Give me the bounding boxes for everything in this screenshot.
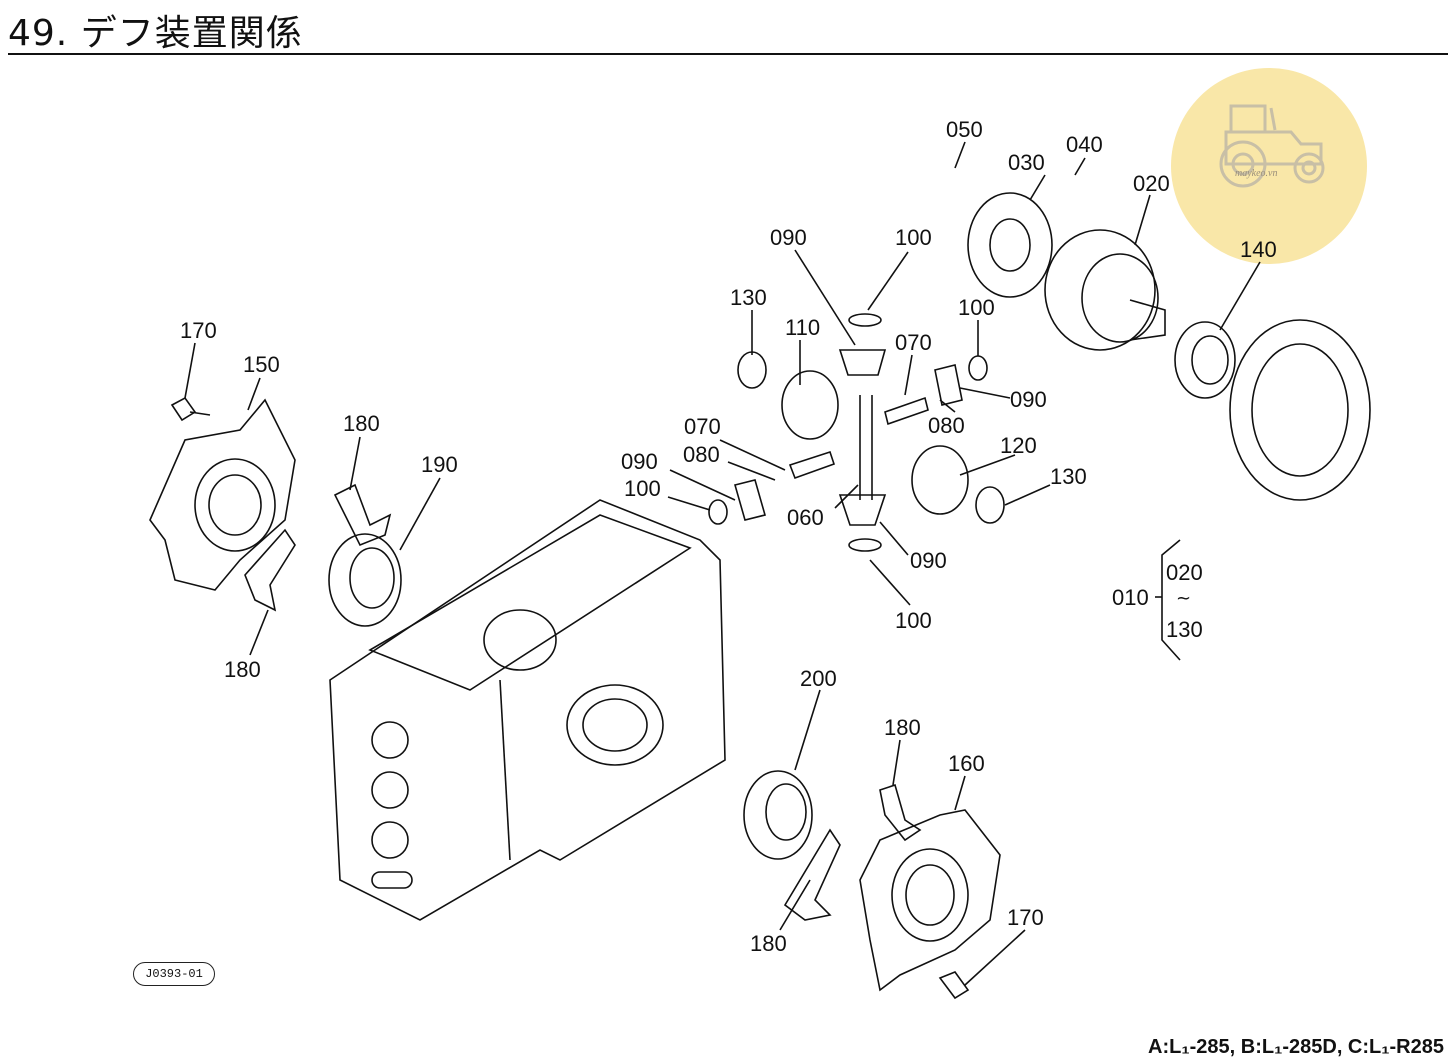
ring-gear [1229, 319, 1371, 501]
part-label-170: 170 [180, 318, 217, 343]
footer-models: A:L₁-285, B:L₁-285D, C:L₁-R285 [1148, 1036, 1444, 1058]
part-label-200: 200 [800, 666, 837, 691]
part-label-170: 170 [1007, 905, 1044, 930]
part-label-090: 090 [621, 449, 658, 474]
part-label-020: 020 [1166, 560, 1203, 585]
part-label-060: 060 [787, 505, 824, 530]
bearing-holder-160 [859, 809, 1001, 992]
figure-code: J0393-01 [133, 962, 215, 986]
range-tilde: ⁠~ [1176, 588, 1191, 609]
part-label-030: 030 [1008, 150, 1045, 175]
part-label-080: 080 [683, 442, 720, 467]
page-title: 49. デフ装置関係 [8, 13, 303, 54]
part-label-130: 130 [1166, 617, 1203, 642]
part-label-010: 010 [1112, 585, 1149, 610]
title-underline [8, 53, 1448, 55]
part-label-180: 180 [884, 715, 921, 740]
part-label-020: 020 [1133, 171, 1170, 196]
part-label-180: 180 [224, 657, 261, 682]
part-label-180: 180 [343, 411, 380, 436]
transmission-case [329, 499, 726, 921]
bearing-holder-150 [149, 398, 296, 591]
part-label-160: 160 [948, 751, 985, 776]
part-label-070: 070 [895, 330, 932, 355]
part-label-140: 140 [1240, 237, 1277, 262]
part-label-180: 180 [750, 931, 787, 956]
tractor-logo [1171, 68, 1367, 264]
logo-text: maykeo.vn [1235, 168, 1278, 179]
part-label-100: 100 [895, 608, 932, 633]
tractor-icon [1219, 104, 1325, 188]
part-label-070: 070 [684, 414, 721, 439]
part-label-100: 100 [624, 476, 661, 501]
part-label-150: 150 [243, 352, 280, 377]
part-label-040: 040 [1066, 132, 1103, 157]
part-label-190: 190 [421, 452, 458, 477]
part-label-120: 120 [1000, 433, 1037, 458]
part-label-100: 100 [895, 225, 932, 250]
part-label-100: 100 [958, 295, 995, 320]
part-label-050: 050 [946, 117, 983, 142]
part-label-090: 090 [910, 548, 947, 573]
part-label-090: 090 [770, 225, 807, 250]
part-label-110: 110 [785, 315, 820, 340]
part-label-130: 130 [1050, 464, 1087, 489]
part-label-130: 130 [730, 285, 767, 310]
part-label-090: 090 [1010, 387, 1047, 412]
part-label-080: 080 [928, 413, 965, 438]
